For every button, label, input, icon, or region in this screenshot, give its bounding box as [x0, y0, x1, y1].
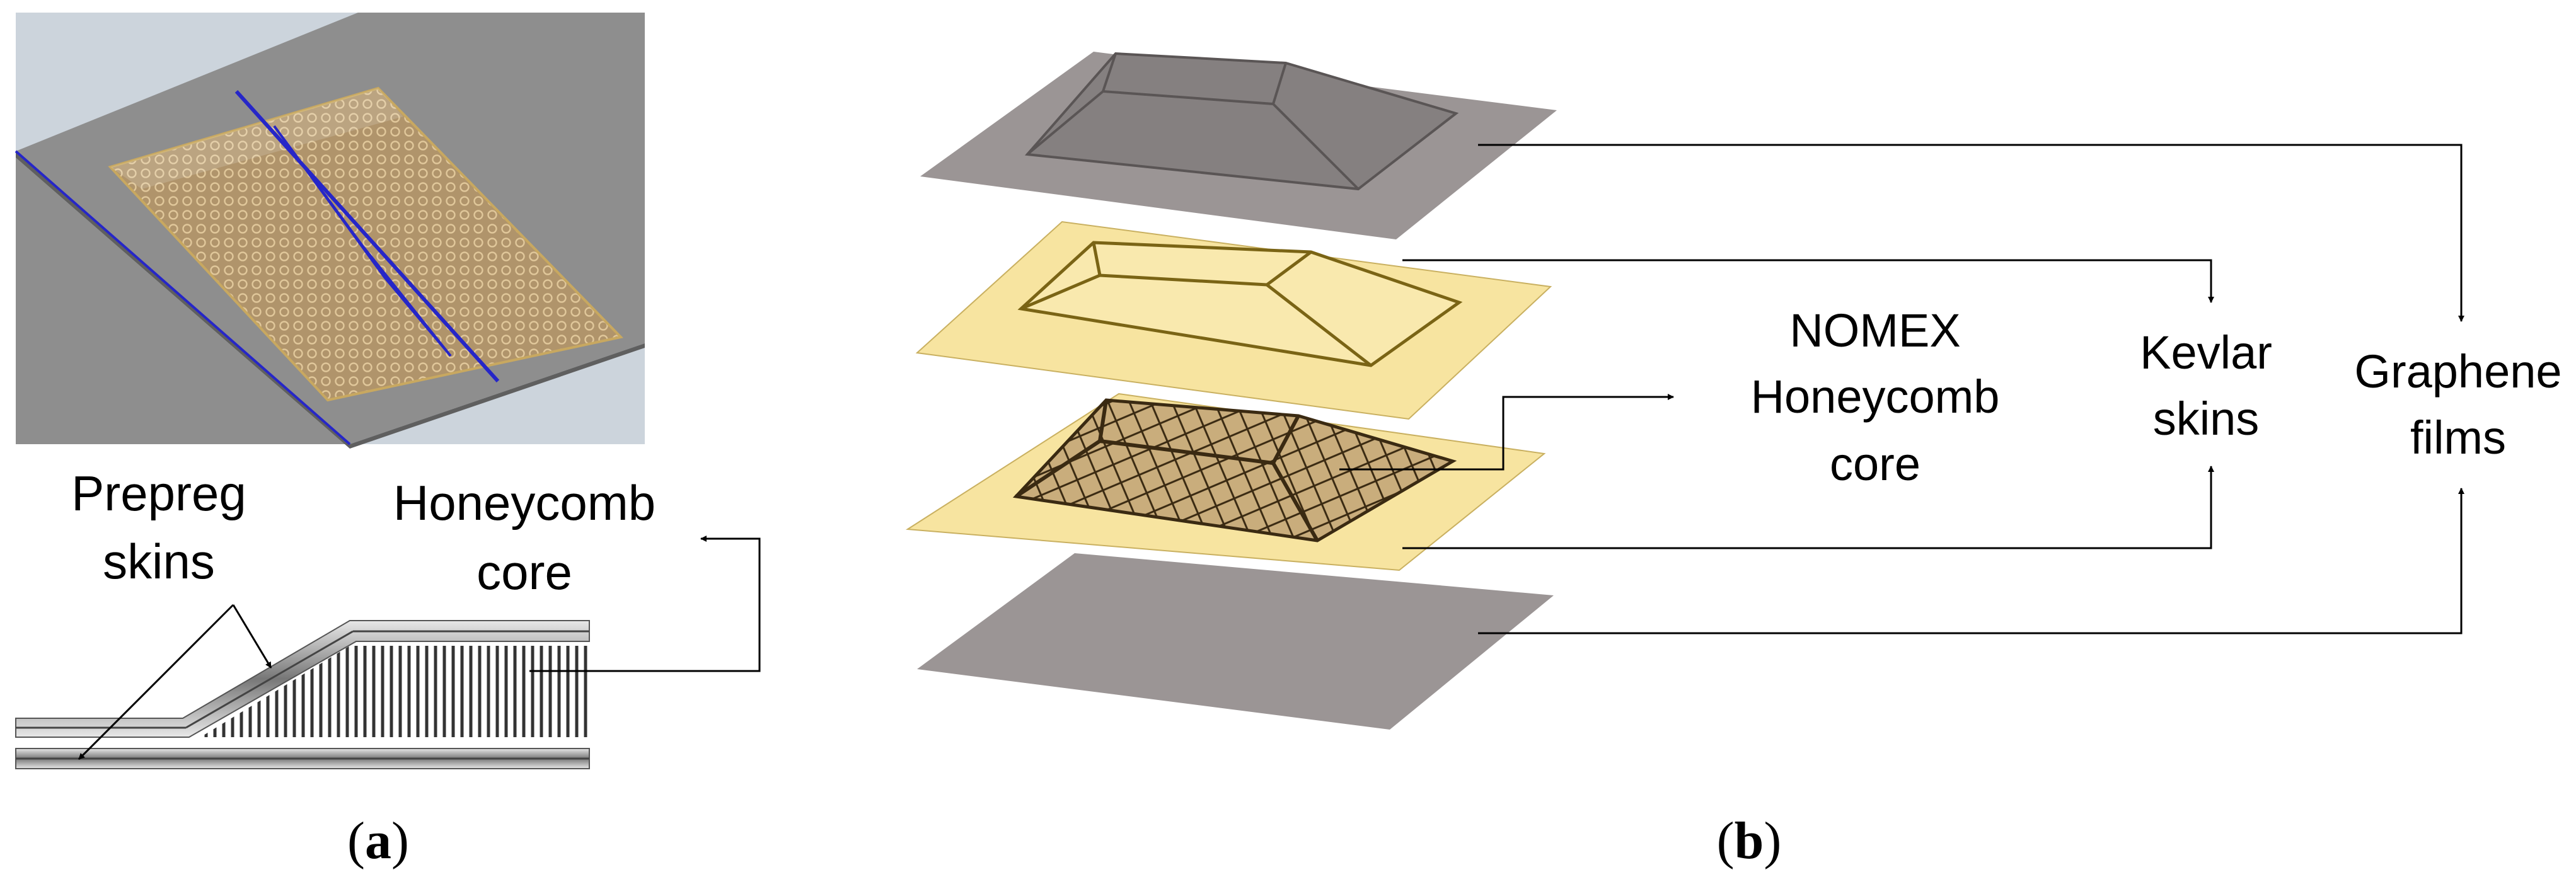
- nomex-label-line1: NOMEX: [1789, 304, 1960, 357]
- honeycomb-core-connector: [529, 536, 761, 672]
- cad-section-line: [234, 89, 500, 383]
- honeycomb-ridge-2: [1099, 439, 1274, 465]
- cad-view: [14, 13, 645, 449]
- graphene-film-top-dome: [1024, 52, 1459, 191]
- caption-b: (b): [1717, 812, 1782, 870]
- panel-a-labels: Prepreg skins Honeycomb core (a): [71, 466, 656, 870]
- nomex-label-line3: core: [1830, 438, 1920, 490]
- graphene-film-bottom: [917, 553, 1554, 730]
- prepreg-pointer-lower: [78, 604, 234, 760]
- nomex-honeycomb-core: [1012, 398, 1457, 542]
- kevlar-label-line2: skins: [2153, 393, 2260, 445]
- cad-section-cut: [273, 125, 452, 357]
- honeycomb-ridge-5: [1015, 439, 1101, 498]
- kevlar-label-line1: Kevlar: [2140, 326, 2272, 379]
- connector-kevlar-bottom: [1402, 466, 2214, 549]
- graphene-label-line1: Graphene: [2354, 345, 2562, 398]
- kevlar-dome-ridges: [1020, 250, 1312, 311]
- cad-panel-ramp-shade: [110, 88, 403, 189]
- honeycomb-label-line2: core: [477, 544, 572, 600]
- exploded-layers: [905, 52, 1557, 730]
- panel-b-labels: NOMEX Honeycomb core Kevlar skins Graphe…: [1717, 304, 2562, 870]
- panel-b-connectors: [1339, 144, 2464, 634]
- graphene-dome-ridge-b: [1272, 103, 1360, 190]
- graphene-dome-ridge-a: [1102, 53, 1117, 92]
- honeycomb-ridge-4: [1271, 462, 1319, 542]
- connector-graphene-top: [1478, 144, 2464, 322]
- cross-section: [15, 536, 761, 769]
- connector-honeycomb: [1339, 394, 1674, 471]
- connector-kevlar-top: [1402, 259, 2214, 303]
- honeycomb-ridge-1: [1098, 399, 1108, 442]
- honeycomb-core-section: [200, 646, 589, 737]
- honeycomb-ridge-3: [1271, 415, 1300, 464]
- honeycomb-label-line1: Honeycomb: [393, 475, 656, 531]
- prepreg-skin-upper-line-ramp: [185, 630, 354, 729]
- connector-graphene-bottom: [1478, 488, 2464, 634]
- graphene-label-line2: films: [2410, 411, 2506, 464]
- graphene-dome-ridges: [1026, 62, 1287, 156]
- caption-a: (a): [347, 812, 409, 870]
- cad-honeycomb-panel: [108, 86, 623, 402]
- kevlar-dome-ridge-b: [1266, 284, 1372, 367]
- nomex-label-line2: Honeycomb: [1751, 370, 2000, 423]
- cad-plate-outline: [14, 150, 351, 445]
- prepreg-label-line1: Prepreg: [71, 466, 246, 521]
- kevlar-skin-upper-dome: [1017, 241, 1463, 367]
- prepreg-label-line2: skins: [103, 534, 215, 589]
- kevlar-dome-ridge-a: [1092, 242, 1102, 276]
- prepreg-pointer-upper: [232, 604, 272, 668]
